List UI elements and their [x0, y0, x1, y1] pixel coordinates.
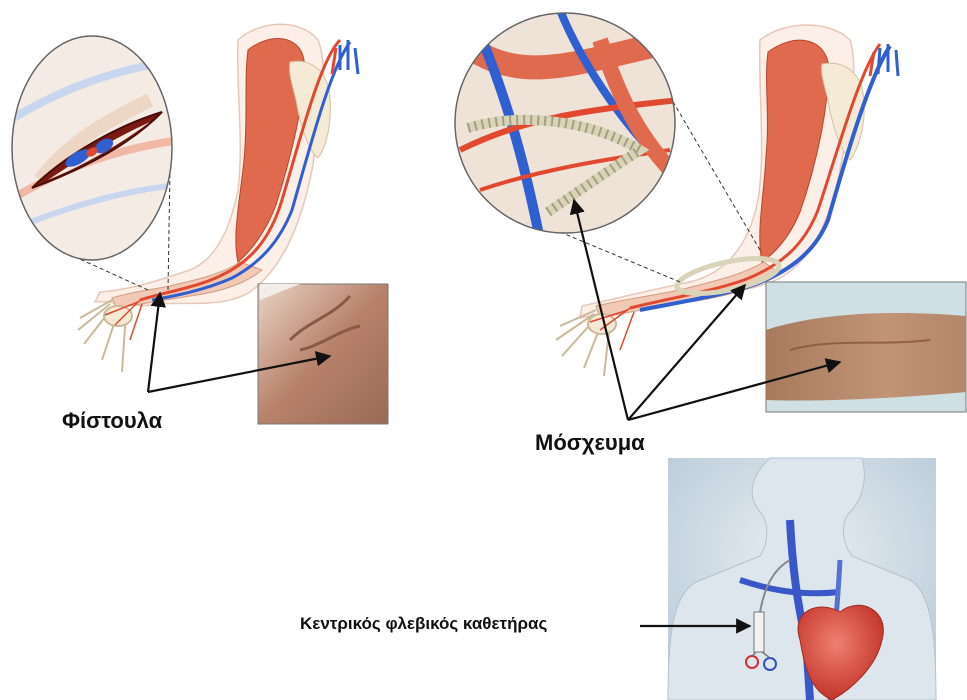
- left-zoom-circle: [10, 30, 180, 270]
- fistula-label: Φίστουλα: [62, 408, 162, 434]
- left-hand-bones: [78, 300, 132, 372]
- fistula-photo: [258, 284, 388, 424]
- right-arm-group: [450, 10, 966, 412]
- graft-label: Μόσχευμα: [535, 430, 645, 456]
- graft-photo: [766, 282, 966, 412]
- right-forearm: [596, 262, 780, 318]
- right-hand-bones: [556, 310, 616, 376]
- central-venous-catheter-label: Κεντρικός φλεβικός καθετήρας: [300, 614, 547, 634]
- left-arm-group: [10, 24, 388, 424]
- arrow-fistula-to-arm: [148, 293, 160, 392]
- chest-illustration: [668, 458, 936, 700]
- right-zoom-circle: [450, 10, 680, 240]
